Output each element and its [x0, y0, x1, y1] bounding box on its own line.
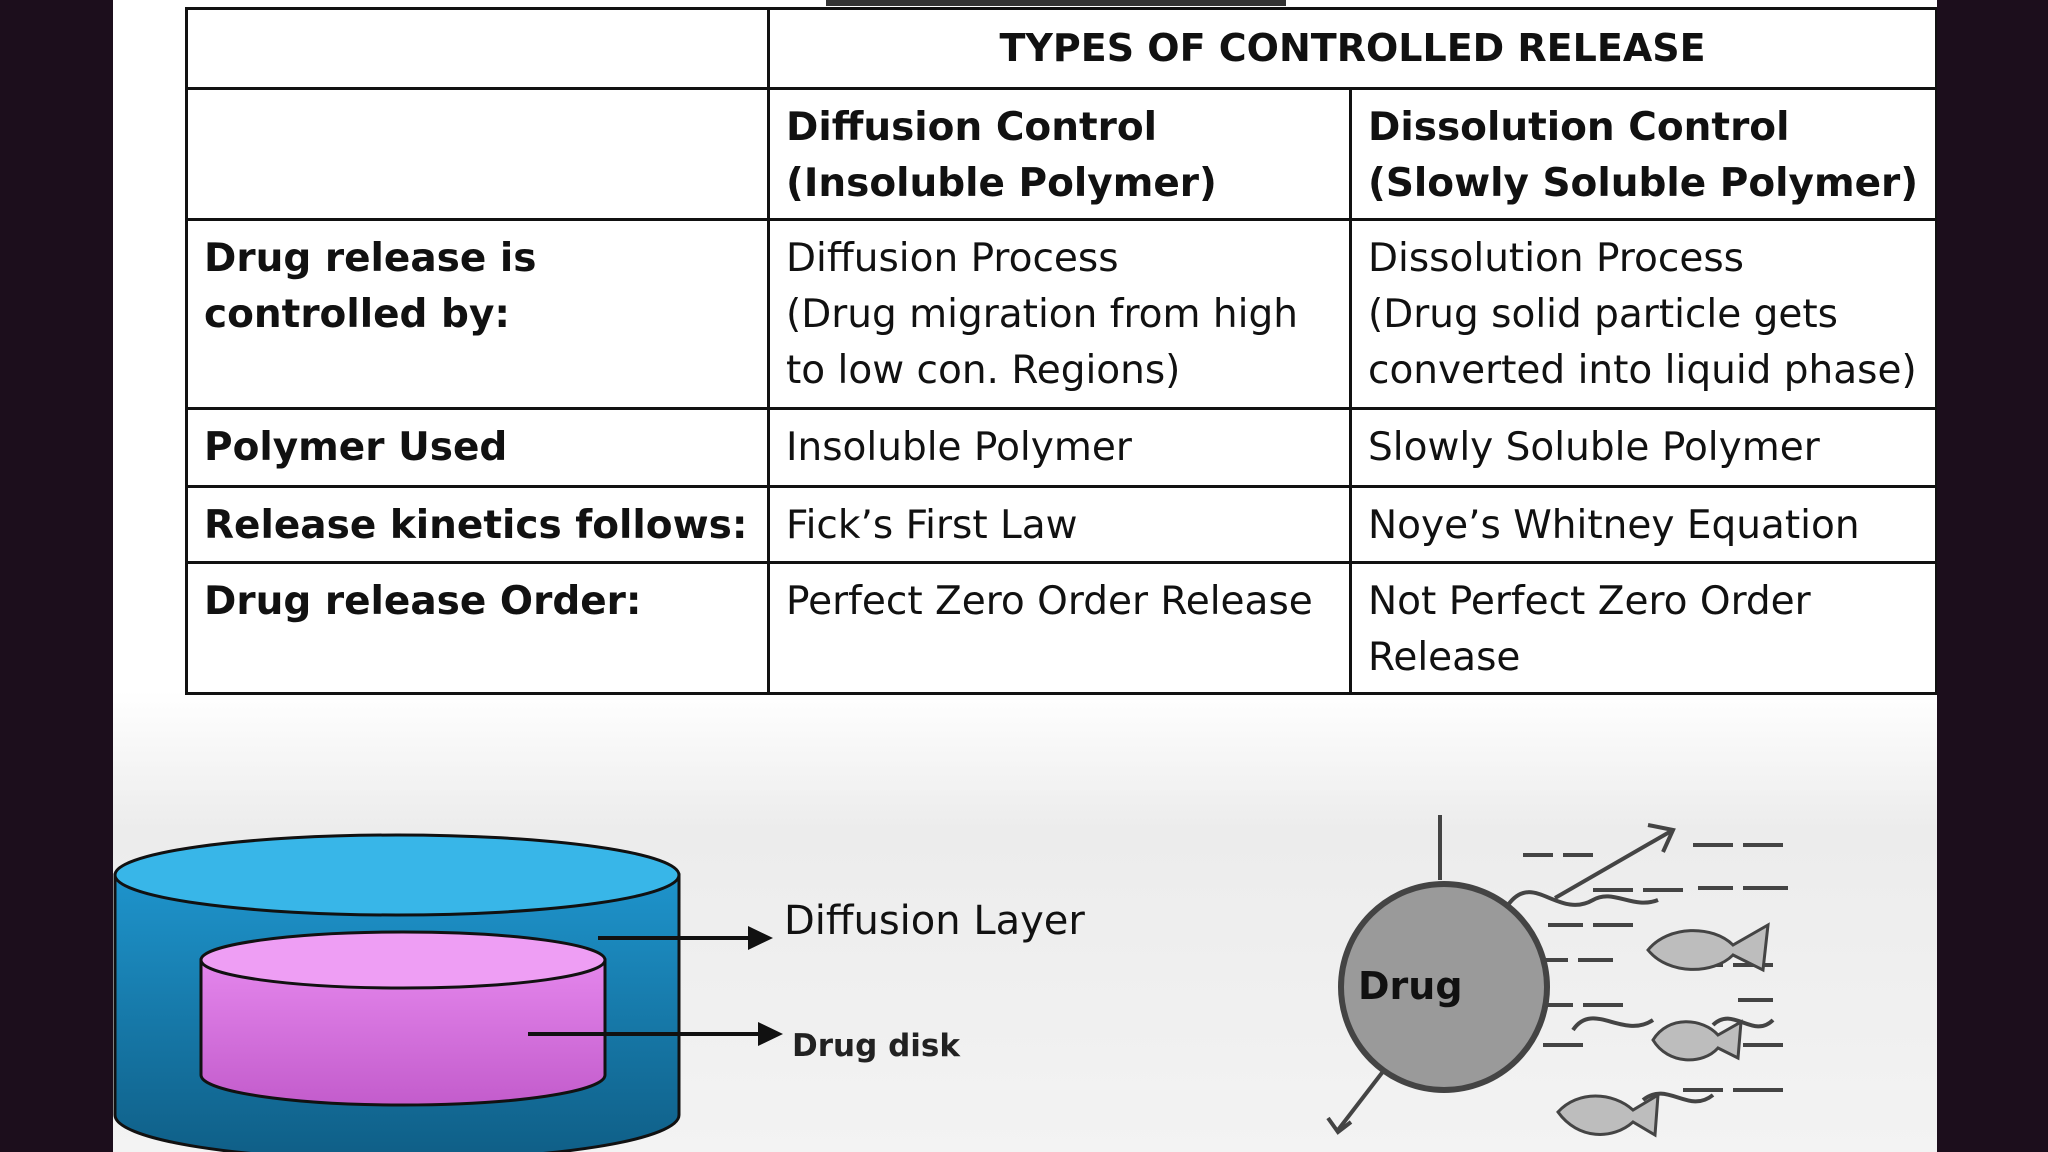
controlled-release-table: TYPES OF CONTROLLED RELEASE Diffusion Co… — [185, 7, 1937, 695]
diffusion-layer-label: Diffusion Layer — [784, 898, 1085, 944]
row-label-cell: Drug release is controlled by: — [185, 218, 770, 410]
cell-line: Not Perfect Zero Order — [1368, 579, 1811, 624]
table-row: Drug release is controlled by: Diffusion… — [185, 218, 1937, 410]
table-row: Drug release Order: Perfect Zero Order R… — [185, 561, 1937, 695]
cell-line: Drug release is — [204, 236, 537, 281]
cell-line: Release — [1368, 635, 1521, 680]
dissolution-cell: Slowly Soluble Polymer — [1348, 407, 1937, 488]
row-label-cell: Release kinetics follows: — [185, 485, 770, 564]
cell-line: (Drug solid particle gets — [1368, 292, 1838, 337]
diffusion-layer-arrow — [598, 926, 773, 950]
table-title: TYPES OF CONTROLLED RELEASE — [766, 7, 1937, 90]
slide: TYPES OF CONTROLLED RELEASE Diffusion Co… — [113, 0, 1937, 1152]
diffusion-cell: Insoluble Polymer — [767, 407, 1352, 488]
drug-label: Drug — [1358, 964, 1463, 1008]
dissolution-cell: Not Perfect Zero Order Release — [1348, 561, 1937, 695]
dissolution-cell: Dissolution Process (Drug solid particle… — [1348, 218, 1937, 410]
cell-line: converted into liquid phase) — [1368, 348, 1917, 393]
table-row: Polymer Used Insoluble Polymer Slowly So… — [185, 407, 1937, 488]
column-header-dissolution: Dissolution Control (Slowly Soluble Poly… — [1348, 87, 1937, 221]
slide-top-bar — [826, 0, 1286, 6]
row-label-cell: Polymer Used — [185, 407, 770, 488]
column-header-line: (Slowly Soluble Polymer) — [1368, 161, 1919, 206]
column-header-row: Diffusion Control (Insoluble Polymer) Di… — [185, 87, 1937, 221]
cell-line: Diffusion Process — [786, 236, 1119, 281]
diffusion-cell: Diffusion Process (Drug migration from h… — [767, 218, 1352, 410]
row-label-cell: Drug release Order: — [185, 561, 770, 695]
cell-line: to low con. Regions) — [786, 348, 1181, 393]
column-header-line: (Insoluble Polymer) — [786, 161, 1217, 206]
drug-disk-label: Drug disk — [792, 1028, 960, 1064]
cell-line: (Drug migration from high — [786, 292, 1298, 337]
drug-disk — [199, 930, 607, 1107]
dissolution-diagram — [1326, 815, 1788, 1138]
cell-line: Dissolution Process — [1368, 236, 1744, 281]
diffusion-cell: Perfect Zero Order Release — [767, 561, 1352, 695]
diffusion-cylinder-diagram — [113, 833, 783, 1152]
column-header-line: Dissolution Control — [1368, 105, 1790, 150]
table-title-row: TYPES OF CONTROLLED RELEASE — [185, 7, 1937, 90]
empty-corner-cell — [185, 7, 770, 90]
column-header-line: Diffusion Control — [786, 105, 1158, 150]
drug-disk-arrow — [528, 1022, 783, 1046]
diffusion-cell: Fick’s First Law — [767, 485, 1352, 564]
empty-header-cell — [185, 87, 770, 221]
column-header-diffusion: Diffusion Control (Insoluble Polymer) — [767, 87, 1352, 221]
drug-particle — [1338, 881, 1550, 1093]
cell-line: controlled by: — [204, 292, 510, 337]
table-row: Release kinetics follows: Fick’s First L… — [185, 485, 1937, 564]
dissolution-cell: Noye’s Whitney Equation — [1348, 485, 1937, 564]
